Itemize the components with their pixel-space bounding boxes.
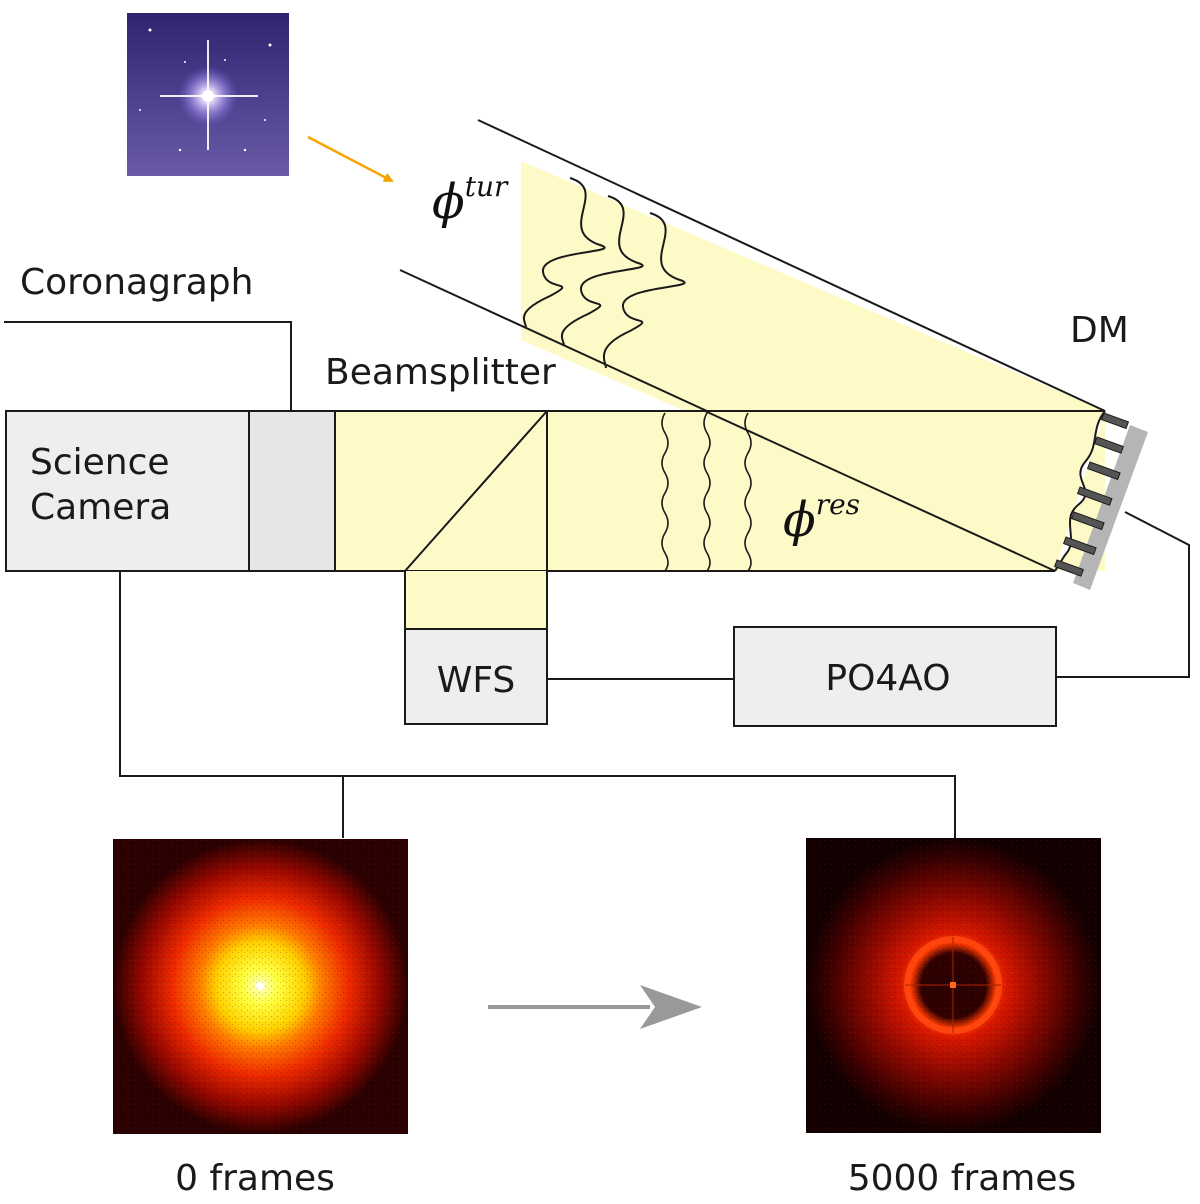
progress-arrow bbox=[488, 985, 702, 1029]
camera-output-link bbox=[119, 571, 956, 838]
coronagraph-label: Coronagraph bbox=[20, 262, 253, 303]
po4ao-box bbox=[733, 626, 1057, 727]
frames-after-caption: 5000 frames bbox=[848, 1158, 1077, 1199]
beamsplitter-mirror bbox=[404, 410, 548, 572]
science-camera-label-line1: Science bbox=[30, 442, 170, 483]
beamsplitter-label: Beamsplitter bbox=[325, 352, 556, 393]
coronagraph-box bbox=[248, 410, 336, 572]
wfs-beam bbox=[405, 571, 547, 629]
coronagraph-leader-line bbox=[4, 321, 292, 411]
deformable-mirror-icon bbox=[1053, 410, 1148, 590]
psf-after-image bbox=[806, 838, 1101, 1133]
wfs-label: WFS bbox=[437, 660, 516, 701]
science-camera-label-line2: Camera bbox=[30, 487, 171, 528]
po4ao-label: PO4AO bbox=[825, 658, 950, 699]
incoming-beam-upper-edge bbox=[477, 119, 1106, 412]
frames-before-caption: 0 frames bbox=[175, 1158, 335, 1199]
phi-tur-label: ϕtur bbox=[432, 170, 509, 230]
phi-res-label: ϕres bbox=[783, 488, 860, 548]
horizontal-beam bbox=[335, 411, 1105, 571]
star-image bbox=[127, 13, 289, 176]
psf-before-image bbox=[113, 839, 408, 1134]
dm-label: DM bbox=[1070, 310, 1129, 351]
residual-wavefronts bbox=[661, 412, 752, 572]
incoming-light-arrow bbox=[307, 135, 394, 183]
science-camera-box bbox=[5, 410, 250, 572]
po4ao-to-dm-link bbox=[1056, 511, 1190, 678]
turbulent-wavefronts bbox=[522, 177, 686, 369]
wfs-box bbox=[404, 628, 548, 725]
